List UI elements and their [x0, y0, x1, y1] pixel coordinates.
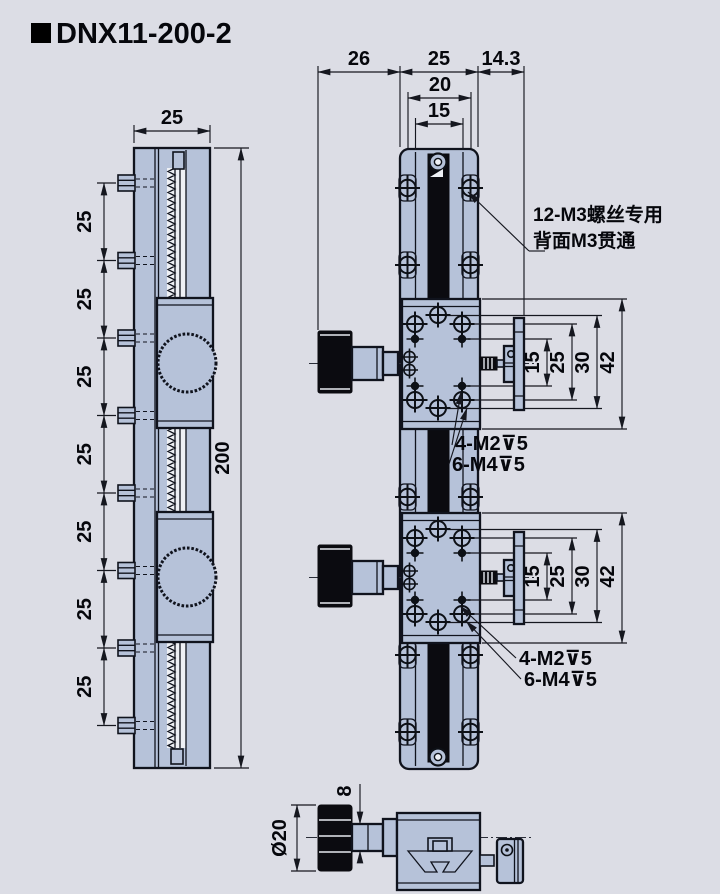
pitch-dim-label: 25: [74, 443, 96, 465]
stage1-note-m4: 6-M4⊽5: [452, 454, 525, 476]
side-width-dim-label: 25: [161, 107, 183, 129]
dovetail-profile: [406, 850, 474, 873]
bottom-view: Ø20 8: [269, 784, 534, 892]
rail-mounting-holes: [394, 174, 484, 746]
shaft-dim-label: 8: [334, 785, 356, 796]
stage2-notes: 4-M2⊽5 6-M4⊽5: [459, 605, 597, 691]
side-generated-details: [97, 167, 177, 750]
set-screw: [117, 174, 136, 192]
knob-dia-dim-label: Ø20: [269, 819, 291, 857]
rack-end-block-bottom: [170, 748, 184, 765]
pitch-dim-label: 25: [74, 676, 96, 698]
set-screw: [117, 406, 136, 425]
rail-note: 12-M3螺丝专用 背面M3贯通: [467, 191, 663, 252]
set-screw: [117, 329, 136, 347]
set-screw: [117, 716, 136, 735]
rail-note-line1: 12-M3螺丝专用: [533, 203, 663, 226]
pitch-dim-label: 25: [74, 211, 96, 233]
set-screw: [117, 484, 136, 502]
lock-bracket-bottom: [495, 837, 525, 885]
rail-channel: [427, 153, 450, 763]
dim-lock-offset-label: 14.3: [482, 48, 521, 70]
stage1-note-m2: 4-M2⊽5: [455, 433, 528, 455]
side-knob-2: [156, 546, 218, 608]
knob-bottom: [317, 804, 353, 872]
stage2-note-m4: 6-M4⊽5: [524, 669, 597, 691]
rack-end-block-top: [172, 151, 185, 170]
dim-inner-span-label: 15: [428, 100, 450, 122]
stage2-note-m2: 4-M2⊽5: [519, 648, 592, 670]
set-screw: [117, 251, 136, 270]
front-view: 26 25 14.3 20 15 12-M3螺丝专用 背面M3贯通 4-M2⊽5…: [309, 48, 663, 771]
title-block: DNX11-200-2: [31, 18, 232, 50]
dim-knob-offset-label: 26: [348, 48, 370, 70]
set-screw: [117, 639, 136, 657]
set-screw: [117, 561, 136, 580]
stage1-notes: 4-M2⊽5 6-M4⊽5: [448, 391, 528, 476]
side-view: 25 200 25 25 25 25 25 25 25: [74, 107, 249, 770]
pitch-dim-label: 25: [74, 598, 96, 620]
channel-marker: [430, 169, 443, 177]
dim-hole-columns-label: 20: [429, 74, 451, 96]
rack-teeth: [166, 167, 177, 750]
pitch-dim-label: 25: [74, 521, 96, 543]
pitch-dim-label: 25: [74, 366, 96, 388]
page-title: DNX11-200-2: [56, 18, 232, 50]
pitch-dim-label: 25: [74, 288, 96, 310]
rail-note-line2: 背面M3贯通: [533, 229, 636, 252]
title-square-icon: [31, 23, 51, 43]
side-length-dim-label: 200: [212, 441, 234, 474]
dim-body-width-label: 25: [428, 48, 450, 70]
side-knob-1: [156, 332, 218, 394]
